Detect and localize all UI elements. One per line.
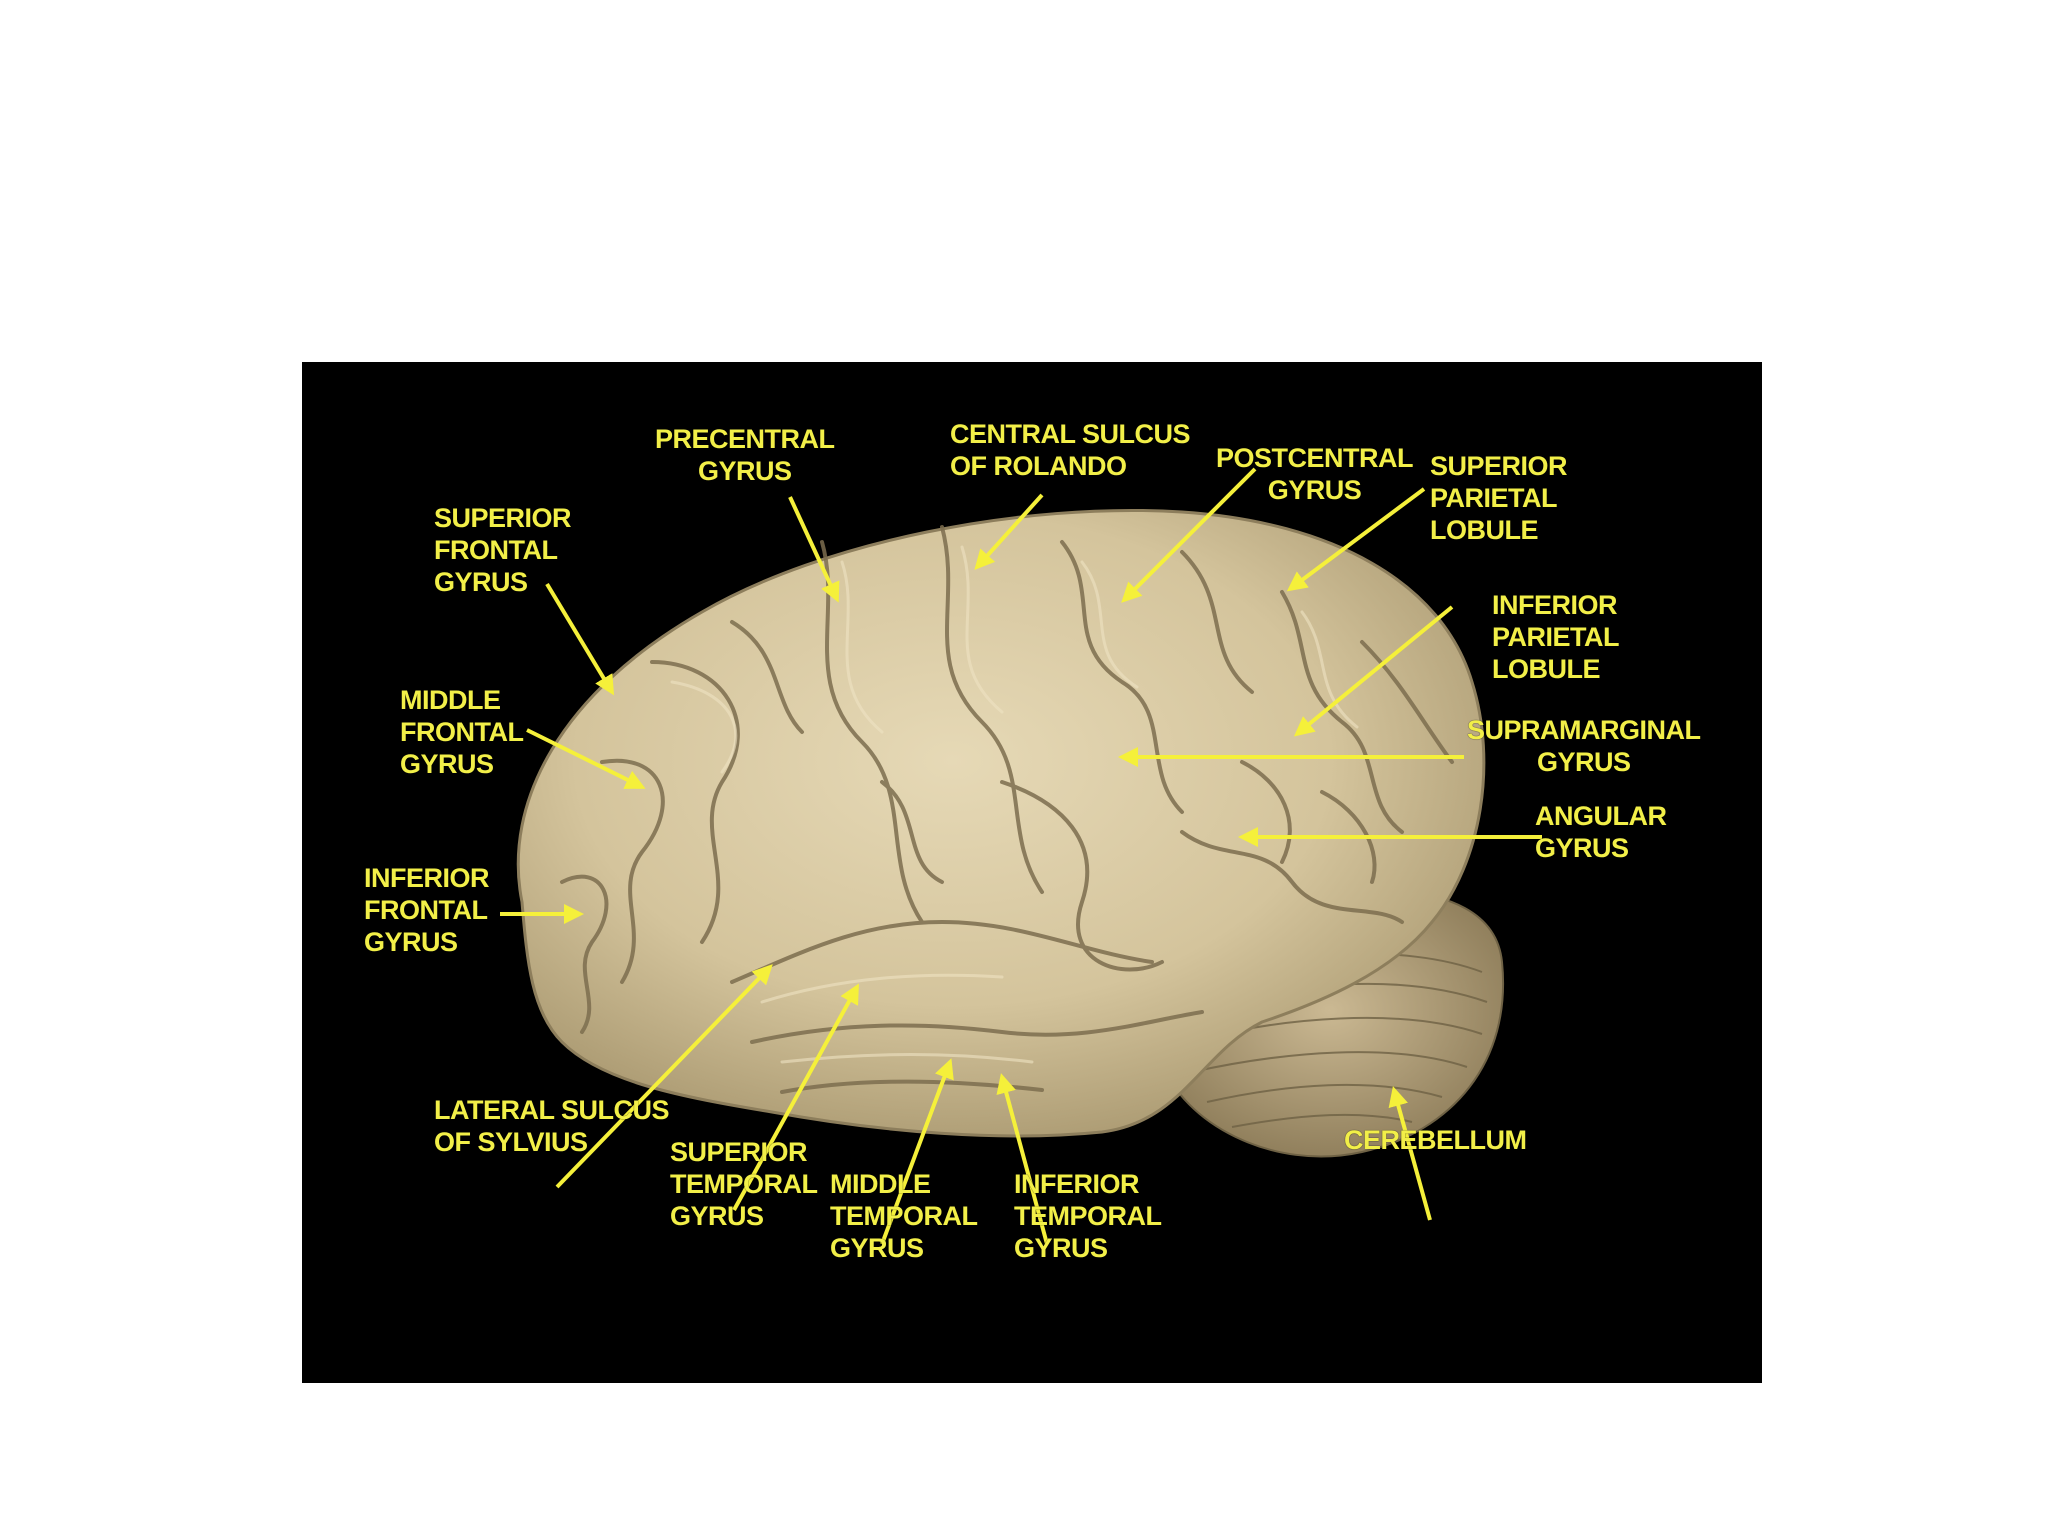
pointer-arrows <box>500 467 1542 1245</box>
label-superior-parietal-lobule: SUPERIOR PARIETAL LOBULE <box>1430 451 1568 545</box>
label-inferior-parietal-lobule: INFERIOR PARIETAL LOBULE <box>1492 590 1620 684</box>
label-central-sulcus: CENTRAL SULCUS OF ROLANDO <box>950 419 1191 481</box>
arrow-lateral-sulcus <box>555 964 773 1189</box>
arrow-cerebellum <box>1388 1086 1432 1221</box>
label-supramarginal-gyrus: SUPRAMARGINAL GYRUS <box>1467 715 1701 777</box>
label-precentral-gyrus: PRECENTRAL GYRUS <box>655 424 835 486</box>
arrow-middle-temporal-gyrus <box>880 1058 954 1245</box>
arrow-precentral-gyrus <box>788 496 840 603</box>
brain-illustration <box>500 467 1542 1245</box>
label-middle-temporal-gyrus: MIDDLE TEMPORAL GYRUS <box>830 1169 978 1263</box>
label-postcentral-gyrus: POSTCENTRAL GYRUS <box>1216 443 1414 505</box>
gyri-highlights <box>670 545 1359 1064</box>
label-cerebellum: CEREBELLUM <box>1344 1125 1527 1155</box>
label-superior-temporal-gyrus: SUPERIOR TEMPORAL GYRUS <box>670 1137 818 1231</box>
label-inferior-frontal-gyrus: INFERIOR FRONTAL GYRUS <box>364 863 490 957</box>
label-superior-frontal-gyrus: SUPERIOR FRONTAL GYRUS <box>434 503 572 597</box>
arrow-superior-temporal-gyrus <box>732 983 859 1211</box>
label-middle-frontal-gyrus: MIDDLE FRONTAL GYRUS <box>400 685 524 779</box>
arrow-superior-parietal-lobule <box>1286 487 1426 592</box>
arrow-superior-frontal-gyrus <box>545 582 615 696</box>
arrow-central-sulcus <box>974 493 1044 570</box>
label-angular-gyrus: ANGULAR GYRUS <box>1535 801 1667 863</box>
arrow-middle-frontal-gyrus <box>526 728 646 789</box>
brain-anatomy-figure: PRECENTRAL GYRUS CENTRAL SULCUS OF ROLAN… <box>302 362 1762 1383</box>
arrow-inferior-temporal-gyrus <box>996 1073 1049 1245</box>
arrow-inferior-parietal-lobule <box>1293 605 1454 737</box>
sulci-lines <box>560 525 1454 1094</box>
label-lateral-sulcus: LATERAL SULCUS OF SYLVIUS <box>434 1095 670 1157</box>
label-inferior-temporal-gyrus: INFERIOR TEMPORAL GYRUS <box>1014 1169 1162 1263</box>
arrow-postcentral-gyrus <box>1121 467 1257 603</box>
